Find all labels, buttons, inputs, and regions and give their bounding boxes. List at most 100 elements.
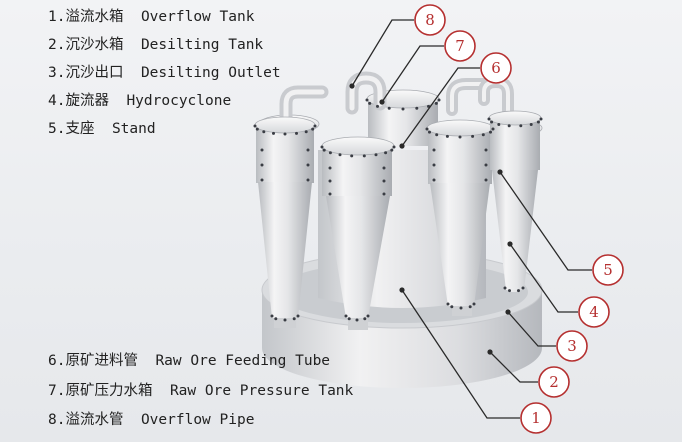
bolt [322,148,326,152]
bolt [365,98,369,102]
legend-en: Overflow Pipe [140,412,255,428]
bolt [255,127,259,131]
bolt [355,318,359,322]
svg-text:6: 6 [491,59,501,77]
callout-7: 7 [444,30,476,62]
legend-zh: 沉沙出口 [65,65,124,81]
bolt [458,135,462,139]
bolt [338,153,342,157]
bolt [350,154,354,158]
legend-zh: 原矿压力水箱 [65,383,153,399]
bolt [368,101,372,105]
bolt [490,120,494,124]
bolt [262,130,266,134]
legend-item-2: 2.沉沙水箱 Desilting Tank [48,36,263,54]
bolt [390,148,394,152]
bolt [445,134,449,138]
bolt [503,286,507,290]
bolt [311,127,315,131]
bolt [382,192,386,196]
legend-item-3: 3.沉沙出口 Desilting Outlet [48,64,281,82]
bolt [489,130,492,134]
bolt [306,163,310,167]
bolt [304,130,308,134]
bolt [347,317,351,321]
bolt [260,148,264,152]
legend-zh: 溢流水箱 [65,9,124,25]
bolt [484,163,488,167]
legend-item-5: 5.支座 Stand [48,120,156,138]
callout-8: 8 [414,4,446,36]
legend-en: Raw Ore Feeding Tube [155,353,331,369]
bolt [432,163,436,167]
bolt [468,305,472,309]
bolt [446,302,450,306]
bolt [306,148,310,152]
bolt [270,314,274,318]
bolt [484,178,488,182]
bolt [328,166,332,170]
legend-num: 8. [48,412,66,428]
bolt [519,124,523,128]
callout-5: 5 [592,254,624,286]
bolt [272,131,275,135]
leader-dots [349,83,513,355]
legend-en: Desilting Tank [140,37,264,53]
bolt [459,306,463,310]
legend-en: Hydrocyclone [126,93,232,109]
hydrocyclone-front-center [321,136,395,330]
bolt [432,178,436,182]
leader-2 [489,351,538,383]
legend-en: Overflow Tank [140,9,255,25]
leader-3 [507,311,556,347]
bolt [434,101,438,105]
bolt [472,302,476,306]
callout-2: 2 [538,366,570,398]
callout-1: 1 [520,402,552,434]
legend-item-4: 4.旋流器 Hydrocyclone [48,92,231,110]
bolt [292,317,296,321]
bolt [366,314,370,318]
bolt [539,117,543,121]
bolt [481,133,485,137]
bolt [415,106,419,110]
svg-text:8: 8 [425,11,435,29]
bolt [274,317,278,321]
bolt [428,130,431,134]
bolt [283,132,287,136]
bolt [491,127,495,131]
svg-text:5: 5 [603,261,613,279]
bolt [529,123,533,126]
bolt [392,145,396,149]
legend-item-7: 7.原矿压力水箱 Raw Ore Pressure Tank [48,382,353,400]
callout-4: 4 [578,296,610,328]
leader-4 [509,243,578,313]
bolt [517,289,520,293]
bolt [382,179,386,183]
svg-text:3: 3 [567,337,577,355]
bolt [425,127,429,131]
bolt [401,107,405,111]
callout-3: 3 [556,330,588,362]
bolt [260,178,264,182]
legend-zh: 溢流水管 [65,412,124,428]
bolt [306,178,310,182]
bolt [471,134,475,138]
legend-num: 7. [48,383,66,399]
bolt [384,151,388,155]
bolt [374,153,378,157]
bolt [376,104,379,108]
legend-num: 6. [48,353,66,369]
bolt [362,154,366,158]
svg-text:2: 2 [549,373,559,391]
bolt [253,124,257,128]
bolt [296,314,300,318]
legend-num: 5. [48,121,66,137]
legend-num: 2. [48,37,66,53]
svg-text:4: 4 [589,303,599,321]
legend-en: Desilting Outlet [140,65,281,81]
bolt [435,133,439,137]
bolt [313,124,317,128]
legend-en: Raw Ore Pressure Tank [169,383,354,399]
